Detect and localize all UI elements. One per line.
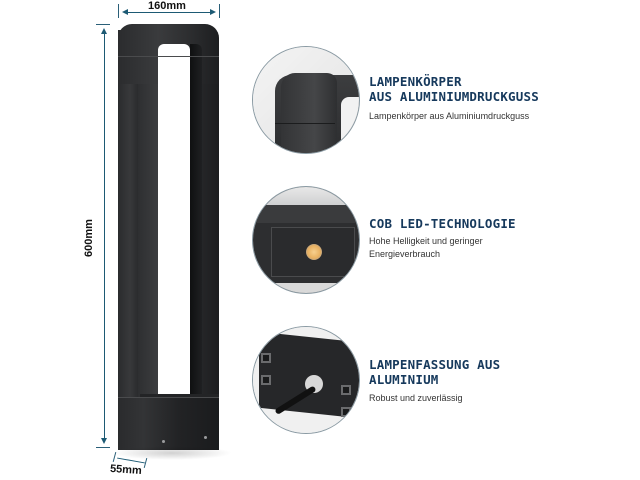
feature-image-cob-led: [252, 186, 360, 294]
feature-image-lamp-base: [252, 326, 360, 434]
width-label: 160mm: [148, 0, 186, 12]
feature-title-led: COB LED-Technologie: [369, 216, 516, 231]
lamp-seam-top: [118, 56, 219, 57]
led-chip-icon: [306, 244, 322, 260]
feature-desc-line: Energieverbrauch: [369, 249, 441, 259]
lamp-screw: [204, 436, 207, 439]
width-line: [124, 12, 214, 13]
feature-desc-housing: Lampenkörper aus Aluminiumdruckguss: [369, 110, 529, 123]
arrow-up-icon: [101, 28, 107, 34]
feature-title-line: Aluminium: [369, 372, 439, 387]
lamp-window: [158, 44, 190, 406]
lamp-window-shadow: [190, 44, 202, 406]
feature-desc-line: Hohe Helligkeit und geringer: [369, 236, 483, 246]
width-tick-left: [118, 4, 119, 18]
height-tick-bottom: [96, 447, 110, 448]
height-tick-top: [96, 24, 110, 25]
arrow-right-icon: [210, 9, 216, 15]
feature-desc-line: Robust und zuverlässig: [369, 393, 463, 403]
feature-title-line: aus Aluminiumdruckguss: [369, 89, 539, 104]
arrow-down-icon: [101, 438, 107, 444]
lamp-left-post: [118, 30, 138, 420]
feature-title-line: Lampenkörper: [369, 74, 462, 89]
lamp-seam-bottom: [118, 397, 219, 398]
feature-title-line: COB LED-Technologie: [369, 216, 516, 231]
lamp-base: [118, 398, 219, 450]
floor-shadow: [112, 446, 232, 460]
feature-title-socket: Lampenfassung aus Aluminium: [369, 357, 500, 387]
feature-title-line: Lampenfassung aus: [369, 357, 501, 372]
feature-desc-led: Hohe Helligkeit und geringer Energieverb…: [369, 235, 483, 261]
lamp-inner-left: [138, 30, 158, 420]
arrow-left-icon: [122, 9, 128, 15]
width-tick-right: [219, 4, 220, 18]
feature-desc-line: Lampenkörper aus Aluminiumdruckguss: [369, 111, 530, 121]
feature-desc-socket: Robust und zuverlässig: [369, 392, 463, 405]
feature-image-lamp-corner: [252, 46, 360, 154]
height-label: 600mm: [82, 219, 95, 257]
feature-title-housing: Lampenkörper aus Aluminiumdruckguss: [369, 74, 539, 104]
lamp-screw: [162, 440, 165, 443]
height-line: [104, 30, 105, 442]
depth-label: 55mm: [109, 462, 143, 478]
